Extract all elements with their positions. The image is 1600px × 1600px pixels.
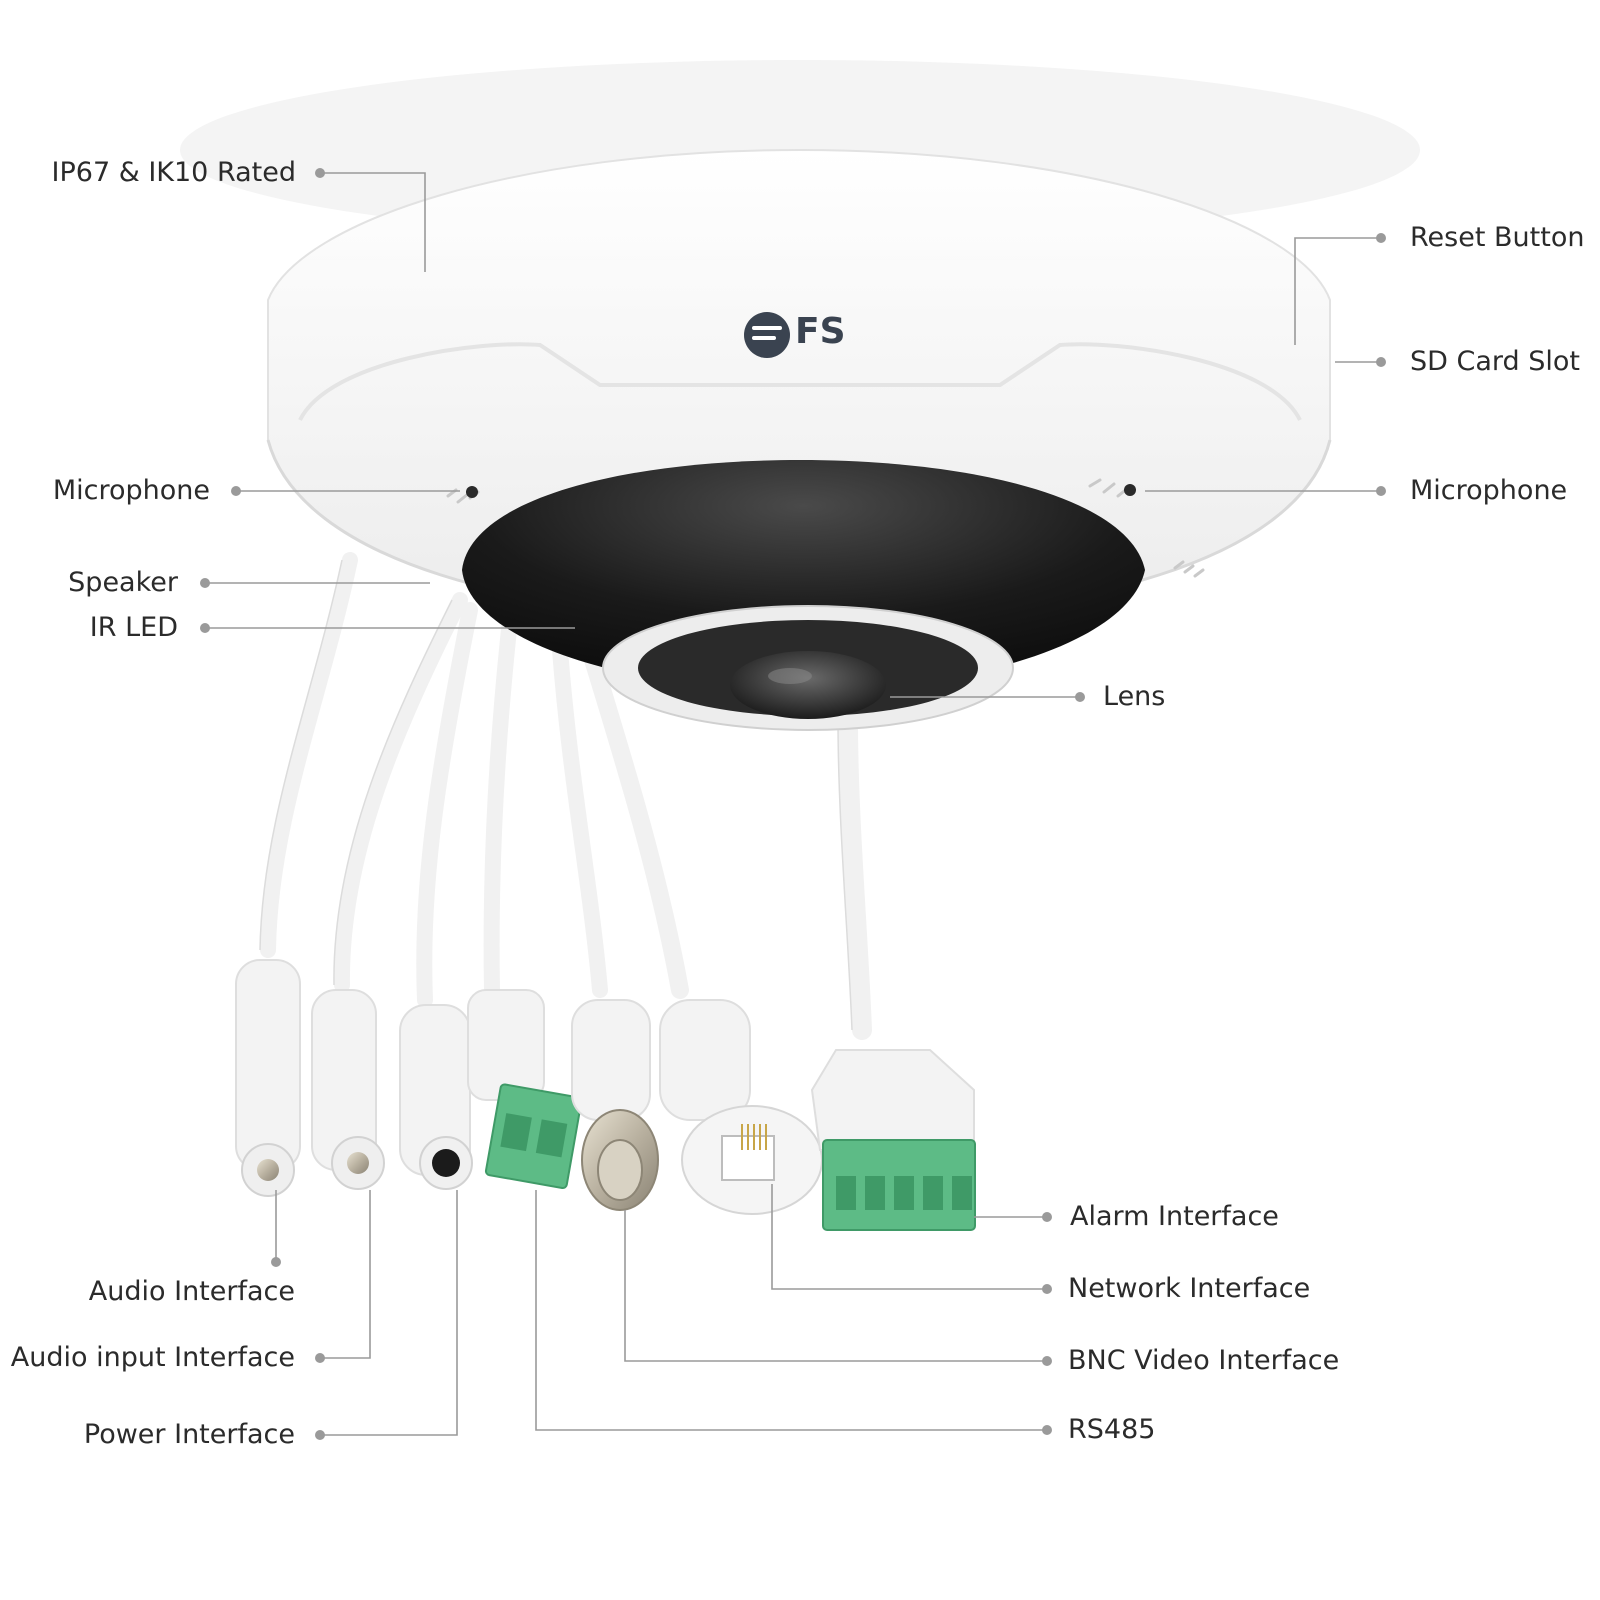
label-audio-interface: Audio Interface [88,1276,295,1307]
fisheye-dome [462,460,1145,731]
leader-lines [205,172,1381,1436]
label-power-interface: Power Interface [83,1419,295,1450]
label-alarm-interface: Alarm Interface [1070,1201,1279,1232]
leader-dots [200,168,1386,1440]
cable-outlines [259,559,853,1031]
fs-logo-mark [744,312,790,358]
fs-logo-text: FS [795,311,846,352]
rs485-terminal [484,1083,583,1190]
label-microphone-right: Microphone [1410,475,1568,506]
label-bnc-video-interface: BNC Video Interface [1068,1345,1340,1376]
label-audio-input-interface: Audio input Interface [10,1342,295,1373]
cables [260,552,872,1040]
alarm-terminal [822,1139,976,1231]
label-sd-card-slot: SD Card Slot [1410,346,1581,377]
label-lens: Lens [1103,681,1166,712]
label-microphone-left: Microphone [52,475,210,506]
mic-hole-left [466,486,478,498]
lens-glass [730,651,886,719]
connectors [235,959,976,1231]
label-speaker: Speaker [68,567,178,598]
label-rs485: RS485 [1068,1414,1156,1445]
label-ir-led: IR LED [89,612,178,643]
audio-connector [235,959,301,1171]
label-ip-rating: IP67 & IK10 Rated [51,157,296,188]
label-network-interface: Network Interface [1068,1273,1311,1304]
label-reset-button: Reset Button [1410,222,1585,253]
mic-hole-right [1124,484,1136,496]
